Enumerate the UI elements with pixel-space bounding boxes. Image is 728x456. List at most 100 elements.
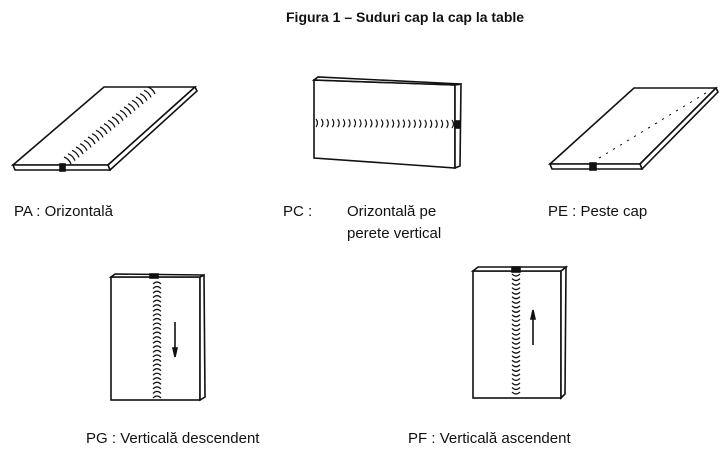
weld-ripple	[152, 290, 162, 294]
weld-ripple	[135, 96, 144, 105]
code-pe: PE :	[548, 203, 577, 220]
weld-ripple	[107, 119, 116, 128]
weld-ripple	[152, 345, 162, 349]
plate-pg	[108, 273, 206, 402]
weld-ripple	[511, 282, 521, 286]
weld-ripple	[429, 119, 433, 129]
weld-ripple	[402, 119, 406, 128]
weld-ripple	[152, 377, 162, 381]
weld-ripple	[511, 391, 521, 395]
weld-ripple	[446, 119, 449, 129]
weld-ripple	[612, 148, 616, 150]
weld-ripple	[320, 118, 324, 128]
root-pe	[589, 162, 597, 171]
weld-ripple	[661, 118, 665, 121]
arrow-down-icon	[172, 322, 178, 358]
weld-ripple	[380, 119, 384, 128]
weld-ripple	[123, 106, 132, 115]
weld-ripple	[152, 395, 162, 399]
plate-pf	[470, 265, 569, 400]
weld-seam-pc	[315, 118, 455, 129]
weld-ripple	[152, 386, 162, 390]
weld-ripple	[647, 126, 651, 129]
weld-ripple	[511, 300, 521, 304]
weld-seam-pa	[63, 86, 156, 165]
weld-ripple	[511, 314, 521, 318]
weld-ripple	[511, 296, 521, 300]
weld-ripple	[348, 118, 351, 128]
weld-ripple	[71, 149, 80, 158]
weld-ripple	[331, 118, 335, 128]
plate-pa	[10, 85, 198, 172]
weld-ripple	[375, 119, 378, 128]
weld-ripple	[119, 109, 128, 118]
weld-ripple	[152, 336, 162, 340]
weld-ripple	[418, 119, 422, 129]
weld-ripple	[152, 281, 162, 285]
weld-ripple	[75, 146, 84, 155]
weld-seam-pe	[598, 92, 707, 159]
weld-ripple	[152, 308, 162, 312]
weld-ripple	[152, 363, 162, 367]
label-pf: PF : Verticală ascendent	[408, 430, 571, 447]
weld-ripple	[152, 313, 162, 317]
weld-ripple	[99, 126, 108, 135]
weld-ripple	[640, 130, 644, 133]
weld-ripple	[152, 368, 162, 372]
arrow-up-icon	[530, 309, 536, 345]
weld-ripple	[152, 295, 162, 299]
weld-ripple	[152, 358, 162, 362]
weld-ripple	[91, 133, 100, 141]
weld-ripple	[359, 118, 362, 128]
code-pc: PC :	[283, 203, 313, 220]
weld-ripple	[152, 340, 162, 344]
weld-ripple	[619, 143, 623, 146]
weld-ripple	[511, 318, 521, 322]
weld-ripple	[511, 278, 521, 282]
root-pg	[149, 273, 159, 279]
root-pa	[59, 163, 66, 172]
weld-ripple	[152, 331, 162, 335]
weld-ripple	[152, 317, 162, 321]
weld-ripple	[440, 119, 444, 129]
weld-ripple	[79, 143, 88, 151]
weld-ripple	[511, 355, 521, 359]
weld-ripple	[152, 322, 162, 326]
weld-ripple	[511, 309, 521, 313]
weld-ripple	[342, 118, 346, 128]
weld-ripple	[67, 153, 76, 161]
weld-ripple	[83, 139, 92, 148]
weld-ripple	[369, 119, 373, 128]
weld-ripple	[152, 372, 162, 376]
weld-ripple	[386, 119, 389, 128]
name-pf: Verticală ascendent	[439, 430, 571, 447]
weld-ripple	[511, 377, 521, 381]
weld-ripple	[605, 152, 609, 155]
weld-ripple	[511, 346, 521, 350]
weld-ripple	[103, 123, 112, 131]
weld-ripple	[451, 119, 455, 129]
name-pa: Orizontală	[44, 203, 113, 220]
weld-ripple	[511, 373, 521, 377]
weld-ripple	[511, 328, 521, 332]
weld-ripple	[511, 287, 521, 291]
weld-ripple	[152, 299, 162, 303]
plate-pe	[547, 86, 719, 171]
weld-ripple	[675, 109, 679, 112]
root-pc	[454, 120, 461, 129]
weld-ripple	[626, 139, 630, 142]
label-pa: PA : Orizontală	[14, 203, 113, 220]
weld-ripple	[337, 118, 340, 128]
weld-ripple	[326, 118, 329, 128]
weld-ripple	[139, 93, 148, 101]
weld-ripple	[511, 368, 521, 372]
weld-ripple	[511, 359, 521, 363]
weld-ripple	[511, 382, 521, 386]
figure-title: Figura 1 – Suduri cap la cap la table	[286, 9, 525, 25]
code-pf: PF :	[408, 430, 436, 447]
weld-ripple	[131, 99, 140, 108]
weld-ripple	[633, 135, 637, 138]
weld-ripple	[111, 116, 120, 125]
weld-ripple	[598, 156, 602, 159]
weld-ripple	[127, 103, 136, 111]
